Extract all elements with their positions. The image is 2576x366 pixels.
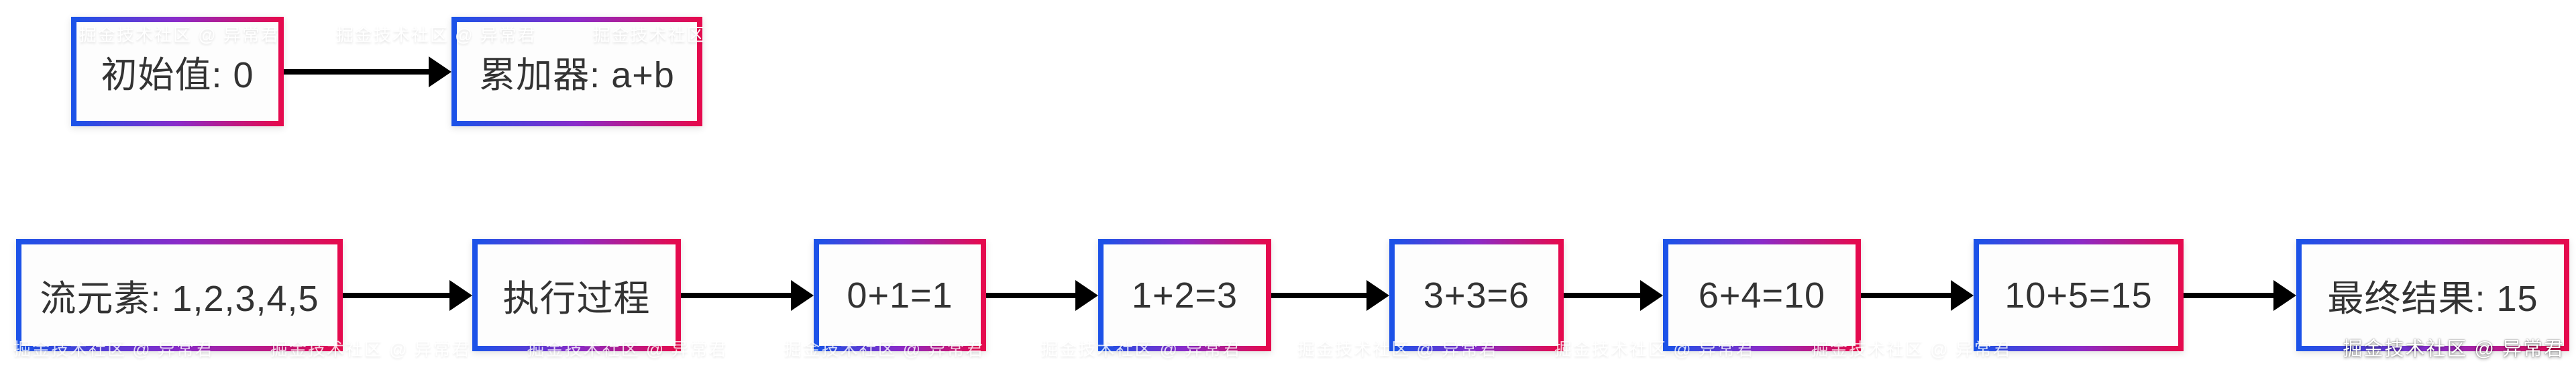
node-label: 1+2=3	[1131, 275, 1238, 316]
node-label: 执行过程	[502, 279, 651, 319]
node-process: 执行过程	[472, 239, 681, 351]
flow-arrow	[284, 56, 451, 87]
arrow-head-icon	[449, 279, 472, 311]
arrow-line	[343, 292, 449, 298]
node-label: 3+3=6	[1423, 275, 1530, 316]
node-stream-elements: 流元素: 1,2,3,4,5	[16, 239, 343, 351]
arrow-line	[681, 292, 791, 298]
arrow-head-icon	[1951, 279, 1974, 311]
flow-arrow	[343, 279, 472, 311]
node-step-5: 10+5=15	[1974, 239, 2184, 351]
flow-arrow	[1564, 279, 1663, 311]
flow-arrow	[2184, 279, 2296, 311]
node-step-1: 0+1=1	[814, 239, 986, 351]
arrow-head-icon	[1366, 279, 1389, 311]
arrow-line	[986, 292, 1075, 298]
arrow-line	[1271, 292, 1366, 298]
node-label: 初始值: 0	[101, 55, 254, 95]
node-label: 0+1=1	[847, 275, 953, 316]
node-initial-value: 初始值: 0	[71, 17, 284, 126]
arrow-line	[284, 68, 429, 75]
arrow-line	[1564, 292, 1640, 298]
node-step-3: 3+3=6	[1389, 239, 1564, 351]
flow-arrow	[1271, 279, 1389, 311]
flow-arrow	[681, 279, 814, 311]
flow-arrow	[986, 279, 1098, 311]
flow-arrow	[1861, 279, 1974, 311]
node-label: 流元素: 1,2,3,4,5	[40, 279, 319, 319]
node-final-result: 最终结果: 15	[2296, 239, 2569, 351]
arrow-head-icon	[791, 279, 814, 311]
node-label: 10+5=15	[2004, 275, 2153, 316]
node-step-4: 6+4=10	[1663, 239, 1861, 351]
node-label: 6+4=10	[1698, 275, 1826, 316]
node-label: 累加器: a+b	[479, 55, 675, 95]
node-label: 最终结果: 15	[2327, 279, 2538, 319]
node-step-2: 1+2=3	[1098, 239, 1271, 351]
arrow-line	[2184, 292, 2273, 298]
arrow-head-icon	[429, 56, 451, 87]
watermark: 掘金技术社区 @ 异常君	[2343, 338, 2565, 360]
arrow-head-icon	[1075, 279, 1098, 311]
arrow-head-icon	[2273, 279, 2296, 311]
arrow-head-icon	[1640, 279, 1663, 311]
arrow-line	[1861, 292, 1951, 298]
node-accumulator: 累加器: a+b	[451, 17, 702, 126]
